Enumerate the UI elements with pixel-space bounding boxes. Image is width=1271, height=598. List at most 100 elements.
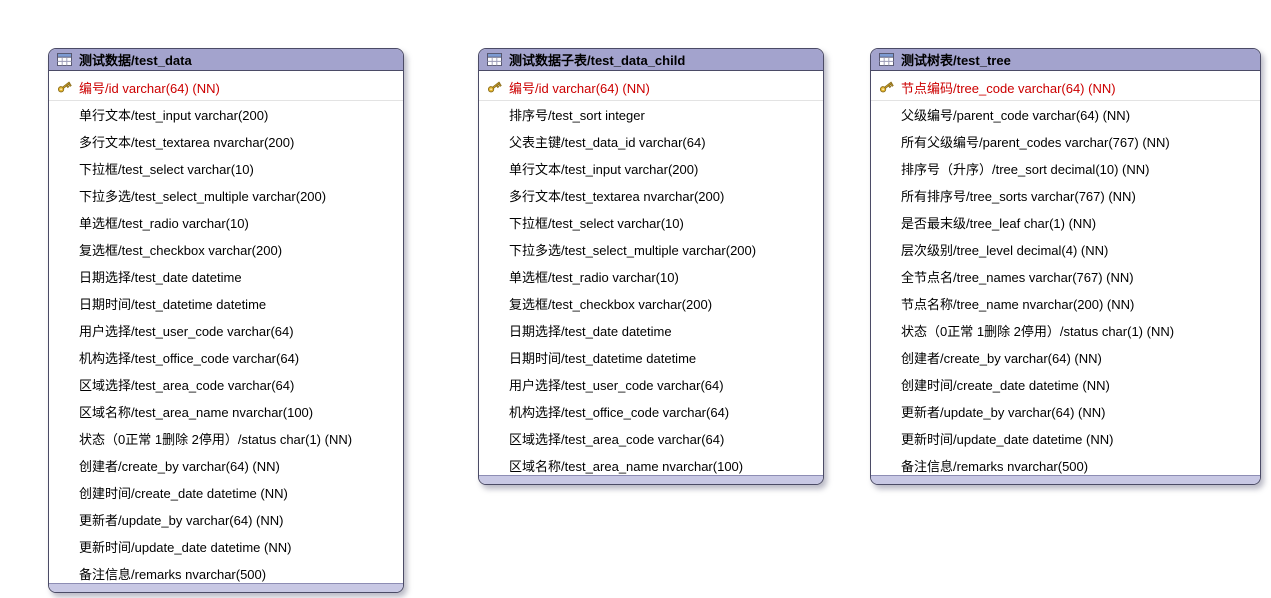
field-row[interactable]: 用户选择/test_user_code varchar(64) (49, 317, 403, 344)
field-label: 复选框/test_checkbox varchar(200) (509, 297, 713, 312)
field-row[interactable]: 多行文本/test_textarea nvarchar(200) (49, 128, 403, 155)
field-row[interactable]: 机构选择/test_office_code varchar(64) (49, 344, 403, 371)
field-label: 更新时间/update_date datetime (NN) (79, 540, 292, 555)
field-label: 创建者/create_by varchar(64) (NN) (79, 459, 280, 474)
field-row[interactable]: 备注信息/remarks nvarchar(500) (49, 560, 403, 583)
field-row[interactable]: 创建者/create_by varchar(64) (NN) (871, 344, 1260, 371)
table-card[interactable]: 测试数据子表/test_data_child 编号/id varchar(64)… (478, 48, 824, 485)
field-row[interactable]: 父级编号/parent_code varchar(64) (NN) (871, 101, 1260, 128)
field-label: 层次级别/tree_level decimal(4) (NN) (901, 243, 1109, 258)
table-header[interactable]: 测试数据子表/test_data_child (479, 49, 823, 71)
table-card[interactable]: 测试数据/test_data 编号/id varchar(64) (NN) (48, 48, 404, 593)
field-row[interactable]: 更新者/update_by varchar(64) (NN) (871, 398, 1260, 425)
table-body: 编号/id varchar(64) (NN) 排序号/test_sort int… (479, 71, 823, 475)
row-gutter (871, 79, 901, 95)
field-label: 备注信息/remarks nvarchar(500) (901, 459, 1089, 474)
field-row[interactable]: 排序号（升序）/tree_sort decimal(10) (NN) (871, 155, 1260, 182)
field-row[interactable]: 是否最末级/tree_leaf char(1) (NN) (871, 209, 1260, 236)
key-icon (56, 79, 72, 95)
field-row[interactable]: 单选框/test_radio varchar(10) (49, 209, 403, 236)
field-row[interactable]: 下拉多选/test_select_multiple varchar(200) (479, 236, 823, 263)
row-gutter (49, 79, 79, 95)
field-row[interactable]: 节点编码/tree_code varchar(64) (NN) (871, 74, 1260, 101)
field-label: 下拉多选/test_select_multiple varchar(200) (509, 243, 757, 258)
field-row[interactable]: 日期时间/test_datetime datetime (479, 344, 823, 371)
field-label: 用户选择/test_user_code varchar(64) (79, 324, 294, 339)
field-row[interactable]: 全节点名/tree_names varchar(767) (NN) (871, 263, 1260, 290)
field-row[interactable]: 日期选择/test_date datetime (479, 317, 823, 344)
field-label: 机构选择/test_office_code varchar(64) (79, 351, 300, 366)
field-label: 创建时间/create_date datetime (NN) (79, 486, 288, 501)
table-header[interactable]: 测试树表/test_tree (871, 49, 1260, 71)
field-label: 单行文本/test_input varchar(200) (509, 162, 699, 177)
field-row[interactable]: 所有排序号/tree_sorts varchar(767) (NN) (871, 182, 1260, 209)
field-row[interactable]: 区域名称/test_area_name nvarchar(100) (479, 452, 823, 475)
field-label: 区域选择/test_area_code varchar(64) (509, 432, 725, 447)
field-row[interactable]: 层次级别/tree_level decimal(4) (NN) (871, 236, 1260, 263)
field-row[interactable]: 排序号/test_sort integer (479, 101, 823, 128)
field-label: 创建者/create_by varchar(64) (NN) (901, 351, 1102, 366)
field-row[interactable]: 编号/id varchar(64) (NN) (479, 74, 823, 101)
field-label: 单选框/test_radio varchar(10) (79, 216, 249, 231)
table-icon (487, 53, 502, 66)
key-icon (878, 79, 894, 95)
field-label: 状态（0正常 1删除 2停用）/status char(1) (NN) (79, 432, 353, 447)
table-icon (57, 53, 72, 66)
table-title: 测试树表/test_tree (901, 53, 1011, 68)
field-row[interactable]: 日期时间/test_datetime datetime (49, 290, 403, 317)
field-label: 更新者/update_by varchar(64) (NN) (79, 513, 284, 528)
field-row[interactable]: 下拉多选/test_select_multiple varchar(200) (49, 182, 403, 209)
field-row[interactable]: 父表主键/test_data_id varchar(64) (479, 128, 823, 155)
field-label: 排序号（升序）/tree_sort decimal(10) (NN) (901, 162, 1150, 177)
field-label: 是否最末级/tree_leaf char(1) (NN) (901, 216, 1097, 231)
field-row[interactable]: 日期选择/test_date datetime (49, 263, 403, 290)
field-label: 父表主键/test_data_id varchar(64) (509, 135, 706, 150)
table-card[interactable]: 测试树表/test_tree 节点编码/tree_code varchar(64… (870, 48, 1261, 485)
field-row[interactable]: 多行文本/test_textarea nvarchar(200) (479, 182, 823, 209)
field-row[interactable]: 更新者/update_by varchar(64) (NN) (49, 506, 403, 533)
field-label: 创建时间/create_date datetime (NN) (901, 378, 1110, 393)
field-label: 备注信息/remarks nvarchar(500) (79, 567, 267, 582)
field-row[interactable]: 单选框/test_radio varchar(10) (479, 263, 823, 290)
field-label: 更新时间/update_date datetime (NN) (901, 432, 1114, 447)
field-row[interactable]: 区域选择/test_area_code varchar(64) (479, 425, 823, 452)
field-row[interactable]: 状态（0正常 1删除 2停用）/status char(1) (NN) (49, 425, 403, 452)
field-row[interactable]: 机构选择/test_office_code varchar(64) (479, 398, 823, 425)
field-row[interactable]: 单行文本/test_input varchar(200) (479, 155, 823, 182)
field-label: 编号/id varchar(64) (NN) (509, 80, 650, 96)
field-label: 节点编码/tree_code varchar(64) (NN) (901, 80, 1116, 96)
field-row[interactable]: 节点名称/tree_name nvarchar(200) (NN) (871, 290, 1260, 317)
field-row[interactable]: 更新时间/update_date datetime (NN) (49, 533, 403, 560)
field-row[interactable]: 区域名称/test_area_name nvarchar(100) (49, 398, 403, 425)
field-row[interactable]: 备注信息/remarks nvarchar(500) (871, 452, 1260, 475)
field-label: 多行文本/test_textarea nvarchar(200) (509, 189, 725, 204)
field-label: 节点名称/tree_name nvarchar(200) (NN) (901, 297, 1135, 312)
table-title: 测试数据子表/test_data_child (509, 53, 686, 68)
field-row[interactable]: 创建时间/create_date datetime (NN) (871, 371, 1260, 398)
field-label: 区域名称/test_area_name nvarchar(100) (79, 405, 314, 420)
field-row[interactable]: 下拉框/test_select varchar(10) (49, 155, 403, 182)
field-label: 日期时间/test_datetime datetime (79, 297, 267, 312)
field-row[interactable]: 用户选择/test_user_code varchar(64) (479, 371, 823, 398)
field-row[interactable]: 创建时间/create_date datetime (NN) (49, 479, 403, 506)
field-row[interactable]: 编号/id varchar(64) (NN) (49, 74, 403, 101)
field-row[interactable]: 所有父级编号/parent_codes varchar(767) (NN) (871, 128, 1260, 155)
field-label: 更新者/update_by varchar(64) (NN) (901, 405, 1106, 420)
field-label: 所有排序号/tree_sorts varchar(767) (NN) (901, 189, 1136, 204)
field-label: 区域名称/test_area_name nvarchar(100) (509, 459, 744, 474)
field-label: 日期选择/test_date datetime (509, 324, 672, 339)
field-row[interactable]: 状态（0正常 1删除 2停用）/status char(1) (NN) (871, 317, 1260, 344)
field-row[interactable]: 创建者/create_by varchar(64) (NN) (49, 452, 403, 479)
field-label: 状态（0正常 1删除 2停用）/status char(1) (NN) (901, 324, 1175, 339)
field-label: 下拉框/test_select varchar(10) (509, 216, 684, 231)
field-row[interactable]: 区域选择/test_area_code varchar(64) (49, 371, 403, 398)
field-row[interactable]: 复选框/test_checkbox varchar(200) (49, 236, 403, 263)
field-row[interactable]: 更新时间/update_date datetime (NN) (871, 425, 1260, 452)
field-row[interactable]: 复选框/test_checkbox varchar(200) (479, 290, 823, 317)
field-label: 父级编号/parent_code varchar(64) (NN) (901, 108, 1131, 123)
field-row[interactable]: 单行文本/test_input varchar(200) (49, 101, 403, 128)
field-row[interactable]: 下拉框/test_select varchar(10) (479, 209, 823, 236)
table-header[interactable]: 测试数据/test_data (49, 49, 403, 71)
table-icon (879, 53, 894, 66)
